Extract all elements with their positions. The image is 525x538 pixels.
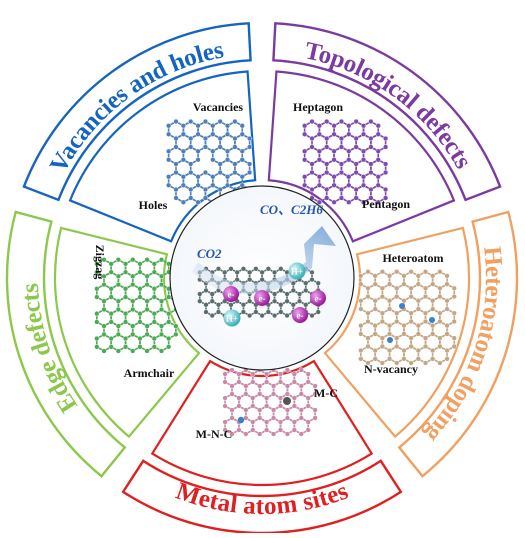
- center-reaction: CO2 CO、C2H6 e-e-e-e- H+ H+: [169, 185, 355, 371]
- inner-panel-vacancies: [68, 70, 257, 243]
- outer-ring: [5, 22, 519, 535]
- svg-text:e-: e-: [228, 290, 235, 300]
- svg-text:H+: H+: [226, 314, 238, 324]
- label-armchair: Armchair: [124, 366, 175, 380]
- charge-particles: e-e-e-e- H+ H+: [223, 262, 326, 327]
- label-m-n-c: M-N-C: [196, 427, 233, 441]
- label-zigzag: Zigzag: [93, 245, 107, 280]
- products-label: CO、C2H6: [260, 202, 323, 217]
- label-holes: Holes: [139, 198, 168, 212]
- proton-particle: H+: [223, 309, 241, 327]
- label-heptagon: Heptagon: [293, 100, 343, 114]
- inner-panel-metal: [150, 359, 374, 487]
- electron-particle: e-: [310, 290, 326, 306]
- lattice-topological: [301, 118, 389, 205]
- electron-particle: e-: [292, 307, 308, 323]
- outer-band-heteroatom: [397, 210, 519, 478]
- inner-panel-topological: [267, 70, 456, 243]
- electron-particle: e-: [223, 286, 239, 302]
- label-m-c: M-C: [314, 386, 338, 400]
- outer-band-topological: [272, 22, 502, 202]
- lattice-metal: [222, 367, 318, 437]
- co2-label: CO2: [197, 246, 222, 261]
- lattice-edge: [94, 257, 179, 354]
- svg-text:e-: e-: [297, 311, 304, 321]
- label-heteroatom: Heteroatom: [382, 251, 443, 265]
- lattice-heteroatom: [358, 269, 457, 366]
- outer-band-vacancies: [22, 22, 252, 202]
- label-n-vacancy: N-vacancy: [364, 362, 418, 376]
- outer-band-metal: [121, 459, 403, 535]
- proton-particle: H+: [288, 262, 306, 280]
- svg-text:e-: e-: [315, 294, 322, 304]
- svg-text:H+: H+: [291, 267, 303, 277]
- label-vacancies: Vacancies: [193, 100, 244, 114]
- electron-particle: e-: [254, 290, 270, 306]
- label-pentagon: Pentagon: [362, 197, 410, 211]
- svg-text:e-: e-: [259, 294, 266, 304]
- outer-band-edge: [5, 210, 127, 478]
